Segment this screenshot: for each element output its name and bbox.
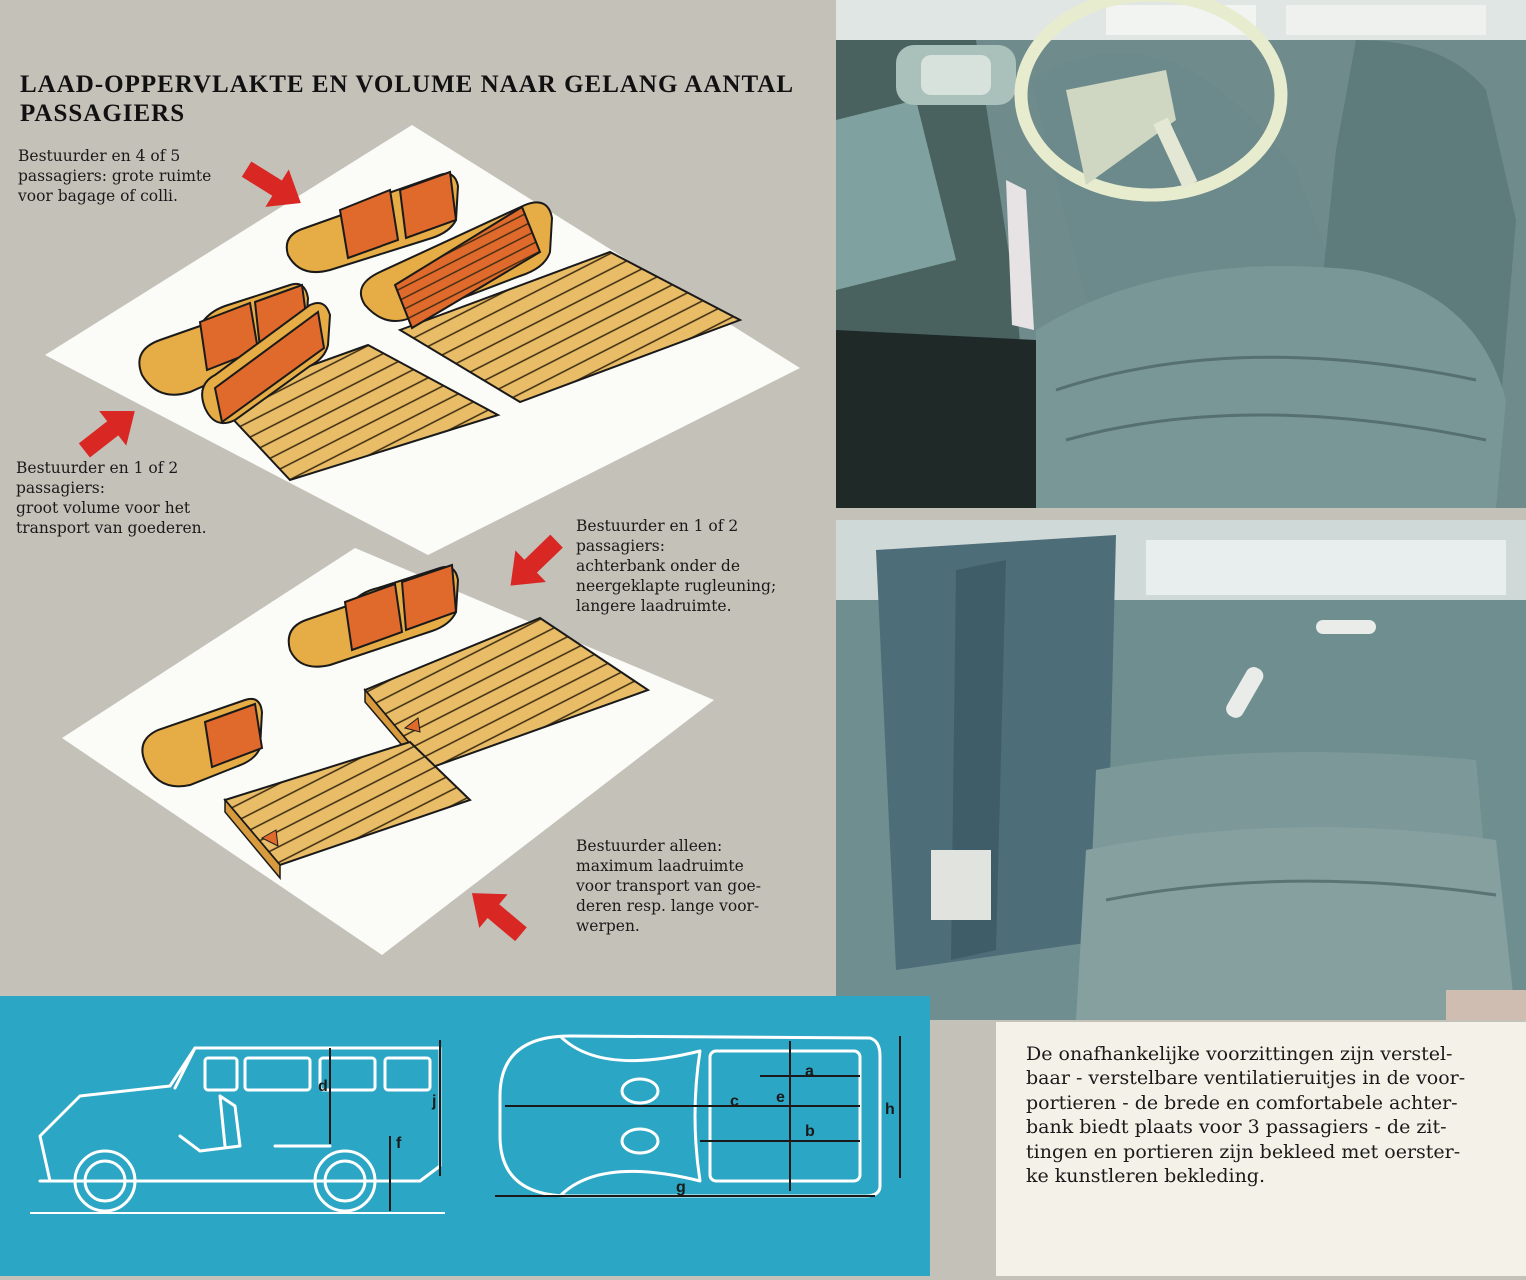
front-seat-photo: [836, 0, 1526, 508]
dimension-label-c: c: [730, 1093, 739, 1110]
front-seat-illustration: [836, 0, 1526, 508]
dimension-label-b: b: [805, 1123, 815, 1140]
dimension-label-g: g: [676, 1179, 686, 1196]
caption-driver-alone: Bestuurder alleen: maximum laadruimte vo…: [576, 837, 761, 935]
caption-four-five-passengers: Bestuurder en 4 of 5 passagiers: grote r…: [18, 147, 212, 205]
side-view-body: [38, 1046, 442, 1183]
lower-cargo-floor-left: [223, 740, 472, 881]
caption-one-two-passengers-volume: Bestuurder en 1 of 2 passagiers: groot v…: [16, 459, 207, 537]
description-box: [996, 1022, 1526, 1276]
description-text: De onafhankelijke voorzittingen zijn ver…: [1026, 1043, 1466, 1188]
arrow-icon: [78, 410, 135, 458]
dimension-label-j: j: [431, 1093, 436, 1110]
dimension-label-d: d: [318, 1078, 328, 1095]
caption-one-two-passengers-rear-folded: Bestuurder en 1 of 2 passagiers: achterb…: [576, 517, 777, 615]
lower-driver-seat: [141, 697, 264, 788]
top-view-body: [498, 1034, 882, 1198]
arrow-icon: [241, 161, 301, 207]
lower-front-seats: [287, 563, 460, 668]
upper-folded-rear-seat: [201, 302, 332, 424]
rear-seat-illustration: [836, 520, 1526, 1020]
dimension-blueprint-panel: d j f a e c b h g: [0, 996, 930, 1276]
dimension-label-e: e: [776, 1089, 785, 1106]
dimension-label-a: a: [805, 1063, 814, 1080]
page-title: LAAD-OPPERVLAKTE EN VOLUME NAAR GELANG A…: [20, 70, 820, 128]
rear-seat-photo: [836, 520, 1526, 1020]
arrow-icon: [510, 534, 563, 586]
dimension-blueprint: d j f a e c b h g: [30, 1034, 901, 1214]
page-title-line-2: PASSAGIERS: [20, 100, 186, 127]
arrow-icon: [471, 893, 527, 942]
seat-configuration-diagrams: [45, 125, 800, 955]
upper-rear-bench: [360, 201, 743, 404]
dimension-label-h: h: [885, 1101, 895, 1118]
upper-front-seats: [285, 170, 460, 274]
page-title-line-1: LAAD-OPPERVLAKTE EN VOLUME NAAR GELANG A…: [20, 71, 795, 98]
dimension-label-f: f: [396, 1135, 402, 1152]
